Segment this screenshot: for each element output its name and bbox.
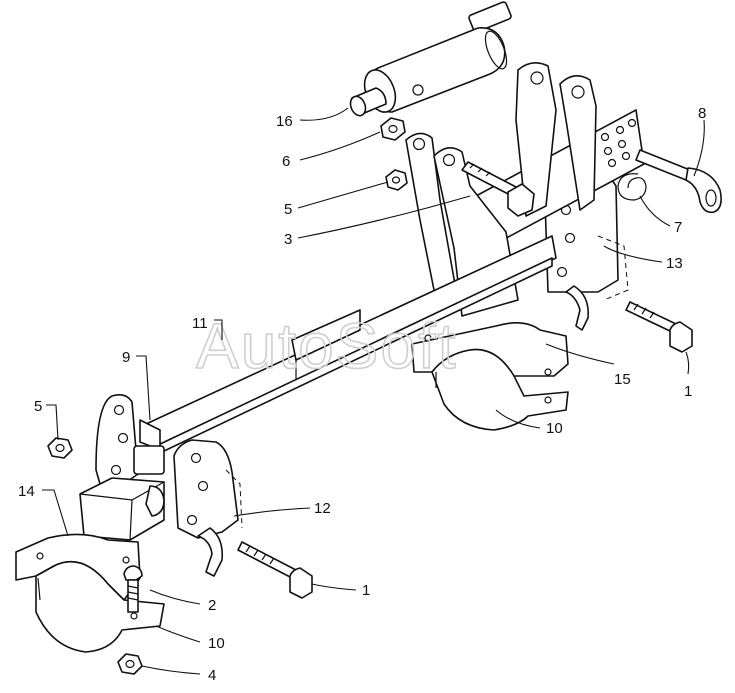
bolt-2: [123, 565, 143, 613]
leader-lines: [42, 107, 705, 675]
pin-8: [635, 149, 722, 214]
nut-6: [380, 117, 406, 141]
bolt-1-lower: [237, 541, 313, 599]
clamp-block: [79, 477, 165, 541]
callout-8: 8: [698, 105, 706, 122]
front-clamp-lower-10: [35, 560, 165, 653]
callout-5: 5: [284, 201, 292, 218]
hydraulic-cylinder: [349, 1, 512, 117]
callout-13: 13: [666, 255, 683, 272]
clip-7: [617, 173, 647, 201]
callout-labels: 16 6 5 3 8 7 13 11 9 15 1 5 10 14 12 1 2…: [18, 105, 706, 684]
front-left-plates: [95, 394, 165, 489]
callout-9: 9: [122, 349, 130, 366]
nut-4: [117, 653, 143, 675]
callout-10: 10: [546, 420, 563, 437]
callout-12: 12: [314, 500, 331, 517]
nut-5-upper: [385, 169, 408, 191]
rear-side-plates: [515, 62, 597, 217]
callout-7: 7: [674, 219, 682, 236]
callout-1: 1: [362, 582, 370, 599]
callout-11: 11: [192, 315, 208, 332]
callout-6: 6: [282, 153, 290, 170]
callout-15: 15: [614, 371, 631, 388]
nut-5-lower: [47, 437, 73, 459]
callout-2: 2: [208, 597, 216, 614]
rear-clamp-lower-10: [431, 348, 569, 431]
callout-10: 10: [208, 635, 225, 652]
callout-16: 16: [276, 113, 293, 130]
cross-bar-11: [145, 235, 557, 453]
callout-1: 1: [684, 383, 692, 400]
watermark-text: AutoSoft: [196, 310, 458, 382]
front-plate-12: [173, 439, 243, 577]
callout-4: 4: [208, 667, 216, 684]
bolt-3: [461, 161, 535, 217]
callout-3: 3: [284, 231, 292, 248]
bolt-1-upper: [625, 301, 693, 353]
callout-14: 14: [18, 483, 35, 500]
callout-5: 5: [34, 398, 42, 415]
